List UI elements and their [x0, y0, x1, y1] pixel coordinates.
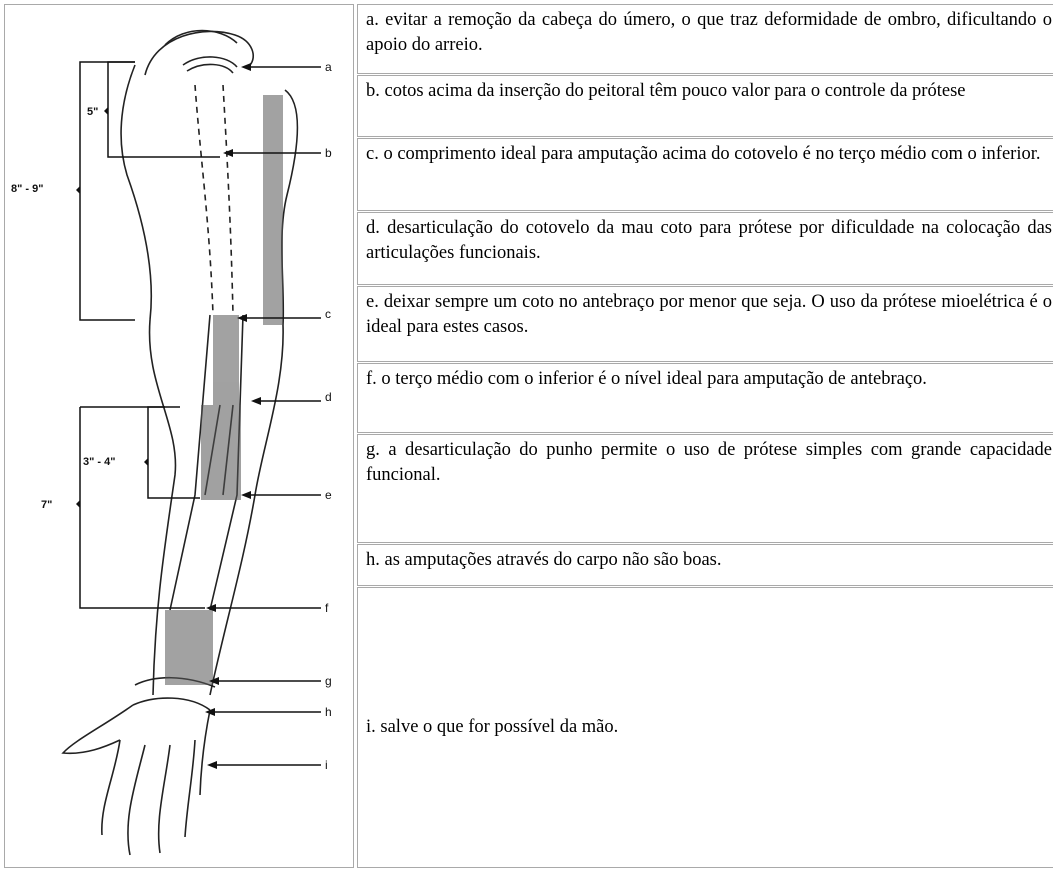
arm-drawing — [63, 31, 297, 856]
row-c: c. o comprimento ideal para amputação ac… — [357, 138, 1053, 211]
dim-label-8-9: 8" - 9" — [11, 183, 43, 195]
arm-diagram-cell: 5" 8" - 9" 3" - 4" 7" — [4, 4, 354, 868]
row-e-text: e. deixar sempre um coto no antebraço po… — [366, 290, 1053, 340]
row-i: i. salve o que for possível da mão. — [357, 587, 1053, 868]
row-h: h. as amputações através do carpo não sã… — [357, 544, 1053, 586]
level-letters: a b c d e f g h i — [325, 60, 332, 772]
row-d-text: d. desarticulação do cotovelo da mau cot… — [366, 216, 1053, 266]
row-i-text: i. salve o que for possível da mão. — [366, 715, 622, 740]
row-e: e. deixar sempre um coto no antebraço po… — [357, 286, 1053, 362]
row-a-text: a. evitar a remoção da cabeça do úmero, … — [366, 8, 1053, 58]
dimension-labels: 5" 8" - 9" 3" - 4" 7" — [11, 106, 115, 511]
row-g-text: g. a desarticulação do punho permite o u… — [366, 438, 1053, 488]
row-b-text: b. cotos acima da inserção do peitoral t… — [366, 79, 1053, 104]
row-f-text: f. o terço médio com o inferior é o níve… — [366, 367, 1053, 392]
description-column: a. evitar a remoção da cabeça do úmero, … — [357, 4, 1053, 868]
letter-b: b — [325, 146, 332, 160]
dimension-tick-arrows — [76, 107, 148, 508]
letter-i: i — [325, 758, 328, 772]
dim-label-7: 7" — [41, 499, 52, 511]
hatched-segments — [165, 95, 283, 685]
dim-label-3-4: 3" - 4" — [83, 456, 115, 468]
letter-c: c — [325, 307, 331, 321]
letter-a: a — [325, 60, 332, 74]
letter-g: g — [325, 674, 332, 688]
letter-e: e — [325, 488, 332, 502]
row-f: f. o terço médio com o inferior é o níve… — [357, 363, 1053, 433]
dim-label-5: 5" — [87, 106, 98, 118]
row-c-text: c. o comprimento ideal para amputação ac… — [366, 142, 1053, 167]
row-b: b. cotos acima da inserção do peitoral t… — [357, 75, 1053, 137]
row-d: d. desarticulação do cotovelo da mau cot… — [357, 212, 1053, 285]
row-g: g. a desarticulação do punho permite o u… — [357, 434, 1053, 543]
row-a: a. evitar a remoção da cabeça do úmero, … — [357, 4, 1053, 74]
letter-d: d — [325, 390, 332, 404]
row-h-text: h. as amputações através do carpo não sã… — [366, 548, 1053, 573]
arm-amputation-diagram: 5" 8" - 9" 3" - 4" 7" — [5, 5, 353, 867]
letter-h: h — [325, 705, 332, 719]
letter-f: f — [325, 601, 329, 615]
